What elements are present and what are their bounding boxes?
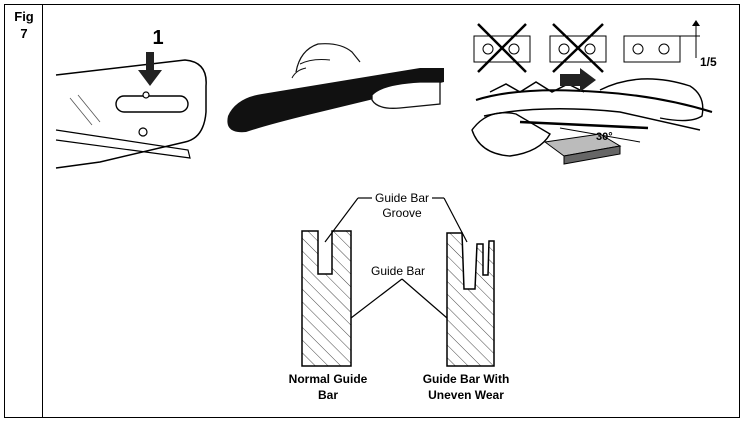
callout-arrow-icon xyxy=(138,52,162,86)
groove-label-line2: Groove xyxy=(382,206,422,220)
figure-frame: Fig 7 xyxy=(4,4,740,418)
bar-hole-icon xyxy=(138,127,148,137)
bar-slot-shape xyxy=(115,95,189,113)
normal-bar-profile xyxy=(301,230,352,367)
caption-worn-line1: Guide Bar With xyxy=(423,372,510,386)
correct-position: 1/5 xyxy=(623,20,717,69)
finger-shape xyxy=(371,81,441,109)
guide-bar-groove-diagram: Guide Bar Groove Guide Bar Normal Guide … xyxy=(289,191,510,402)
caption-normal-line1: Normal Guide xyxy=(289,372,368,386)
wrong-position-1 xyxy=(473,23,531,73)
caption-normal-line2: Bar xyxy=(318,388,338,402)
wrong-position-2 xyxy=(549,23,607,73)
sharpening-illustration: 1/5 30° xyxy=(471,20,717,165)
bar-nose-shape xyxy=(227,68,444,133)
worn-bar-profile xyxy=(446,232,495,367)
callout-number: 1 xyxy=(152,27,163,49)
figure-number: 7 xyxy=(20,26,28,41)
left-hand-shape xyxy=(471,112,551,157)
oil-hole-icon xyxy=(142,91,150,99)
direction-arrow-icon xyxy=(560,68,596,92)
groove-label-line1: Guide Bar xyxy=(375,191,429,205)
figure-label-column: Fig 7 xyxy=(5,5,43,417)
round-file-shape xyxy=(519,120,649,130)
figure-label: Fig xyxy=(14,9,34,24)
guide-bar-illustration: 1 xyxy=(55,27,207,169)
caption-worn-line2: Uneven Wear xyxy=(428,388,504,402)
right-hand-shape xyxy=(599,78,704,122)
file-angle-label: 30° xyxy=(596,131,613,143)
file-ratio-label: 1/5 xyxy=(700,55,717,69)
bar-label: Guide Bar xyxy=(371,264,425,278)
finger-check-illustration xyxy=(227,43,444,133)
